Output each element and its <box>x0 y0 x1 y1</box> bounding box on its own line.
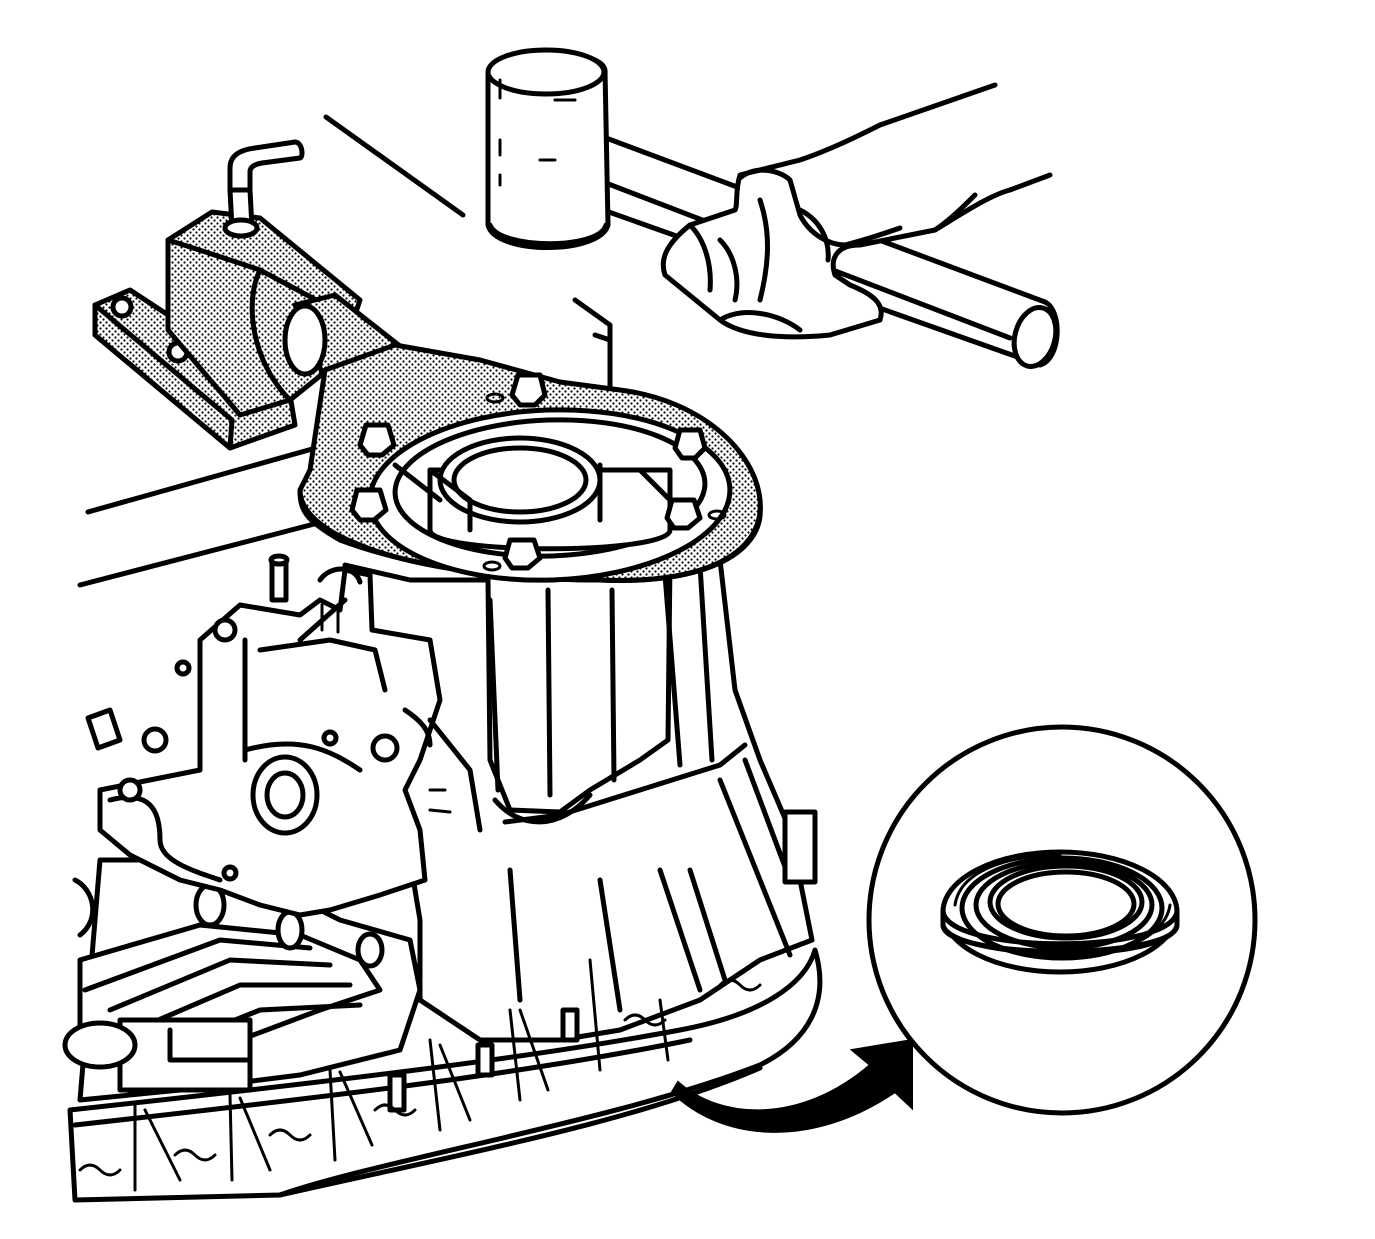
seal-detail-callout <box>866 724 1258 1116</box>
bench-lines <box>77 114 613 588</box>
hand-icon <box>660 82 1053 340</box>
transmission-case <box>62 553 823 1203</box>
tool-hub <box>437 435 603 525</box>
case-tab <box>782 809 818 885</box>
oil-seal-icon <box>940 849 1180 975</box>
curved-arrow-icon <box>670 1038 913 1133</box>
flange-bolts <box>349 372 727 572</box>
seal-installer-tool <box>92 139 763 583</box>
